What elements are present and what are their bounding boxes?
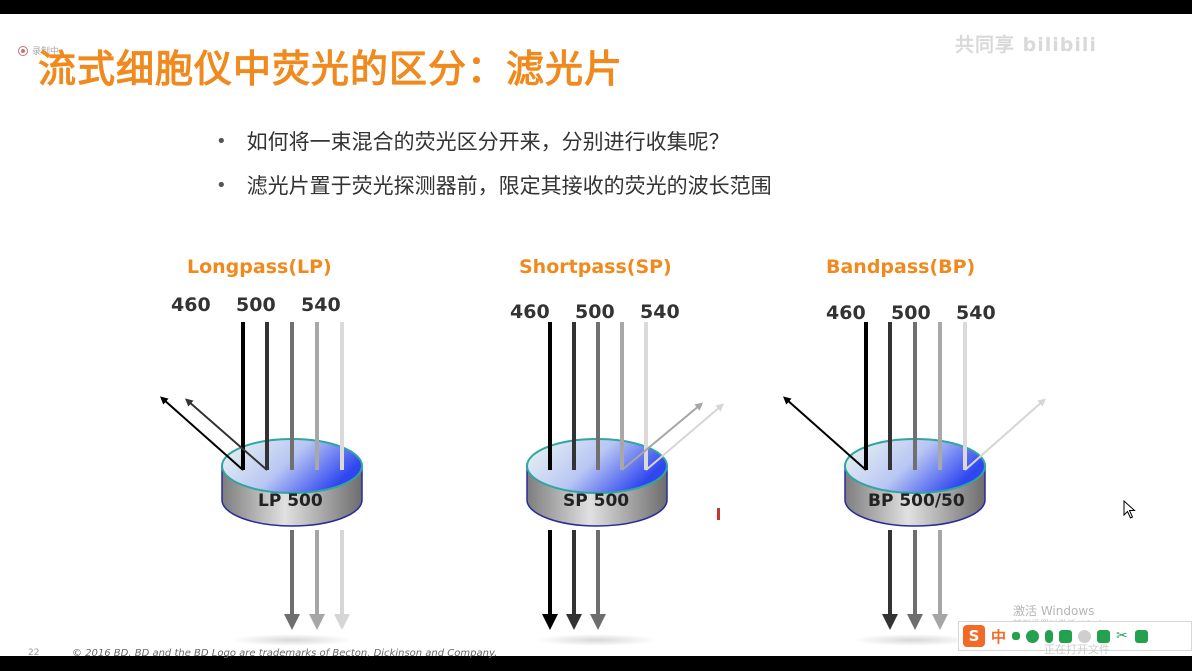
bullet-list: •如何将一束混合的荧光区分开来，分别进行收集呢？ •滤光片置于荧光探测器前，限定… xyxy=(216,128,772,216)
filter-label-sp: SP 500 xyxy=(563,491,630,511)
top-letterbox xyxy=(0,0,1192,14)
shortpass-diagram xyxy=(526,322,725,646)
shortpass-title: Shortpass(SP) xyxy=(519,256,672,278)
bottom-letterbox xyxy=(0,656,1192,671)
wavelength-label: 460 xyxy=(510,301,550,323)
status-text: 正在打开文件 xyxy=(1044,643,1110,656)
wavelength-label: 540 xyxy=(301,294,341,316)
ime-toolbar[interactable]: S 中 ✂ xyxy=(958,621,1192,651)
ime-mode-toggle[interactable]: 中 xyxy=(991,627,1007,646)
red-marker xyxy=(717,508,720,520)
bullet-item: •如何将一束混合的荧光区分开来，分别进行收集呢？ xyxy=(216,128,772,172)
longpass-title: Longpass(LP) xyxy=(187,256,332,278)
recording-label: 录制中 xyxy=(32,47,60,57)
grid-icon[interactable] xyxy=(1135,629,1149,643)
recording-indicator: 录制中 xyxy=(18,44,59,57)
punctuation-icon[interactable] xyxy=(1012,632,1021,640)
skin-icon[interactable] xyxy=(1097,629,1111,643)
bandpass-diagram xyxy=(783,322,1046,646)
keyboard-icon[interactable] xyxy=(1059,629,1073,643)
emoji-icon[interactable] xyxy=(1026,629,1040,643)
filter-label-bp: BP 500/50 xyxy=(868,491,965,511)
bullet-text: 滤光片置于荧光探测器前，限定其接收的荧光的波长范围 xyxy=(246,174,772,198)
wavelength-label: 500 xyxy=(575,301,615,323)
windows-activation-title: 激活 Windows xyxy=(1013,604,1095,618)
microphone-icon[interactable] xyxy=(1045,629,1054,643)
record-icon xyxy=(18,45,28,56)
filter-label-lp: LP 500 xyxy=(258,491,323,511)
bullet-item: •滤光片置于荧光探测器前，限定其接收的荧光的波长范围 xyxy=(216,172,772,216)
copyright-notice: © 2016 BD. BD and the BD Logo are tradem… xyxy=(72,648,498,659)
wavelength-label: 460 xyxy=(826,302,866,324)
scissors-icon[interactable]: ✂ xyxy=(1116,627,1128,644)
longpass-diagram xyxy=(160,322,363,646)
user-icon[interactable] xyxy=(1078,629,1092,643)
bullet-text: 如何将一束混合的荧光区分开来，分别进行收集呢？ xyxy=(246,130,730,154)
mouse-cursor-icon xyxy=(1123,500,1136,519)
slide-title: 流式细胞仪中荧光的区分：滤光片 xyxy=(38,47,624,91)
sogou-ime-icon[interactable]: S xyxy=(963,625,985,647)
page-number: 22 xyxy=(28,648,40,658)
wavelength-label: 500 xyxy=(236,294,276,316)
watermark: 共同享 bilibili xyxy=(955,34,1097,56)
wavelength-label: 540 xyxy=(956,302,996,324)
wavelength-label: 540 xyxy=(640,301,680,323)
wavelength-label: 460 xyxy=(171,294,211,316)
bandpass-title: Bandpass(BP) xyxy=(826,256,976,278)
wavelength-label: 500 xyxy=(891,302,931,324)
